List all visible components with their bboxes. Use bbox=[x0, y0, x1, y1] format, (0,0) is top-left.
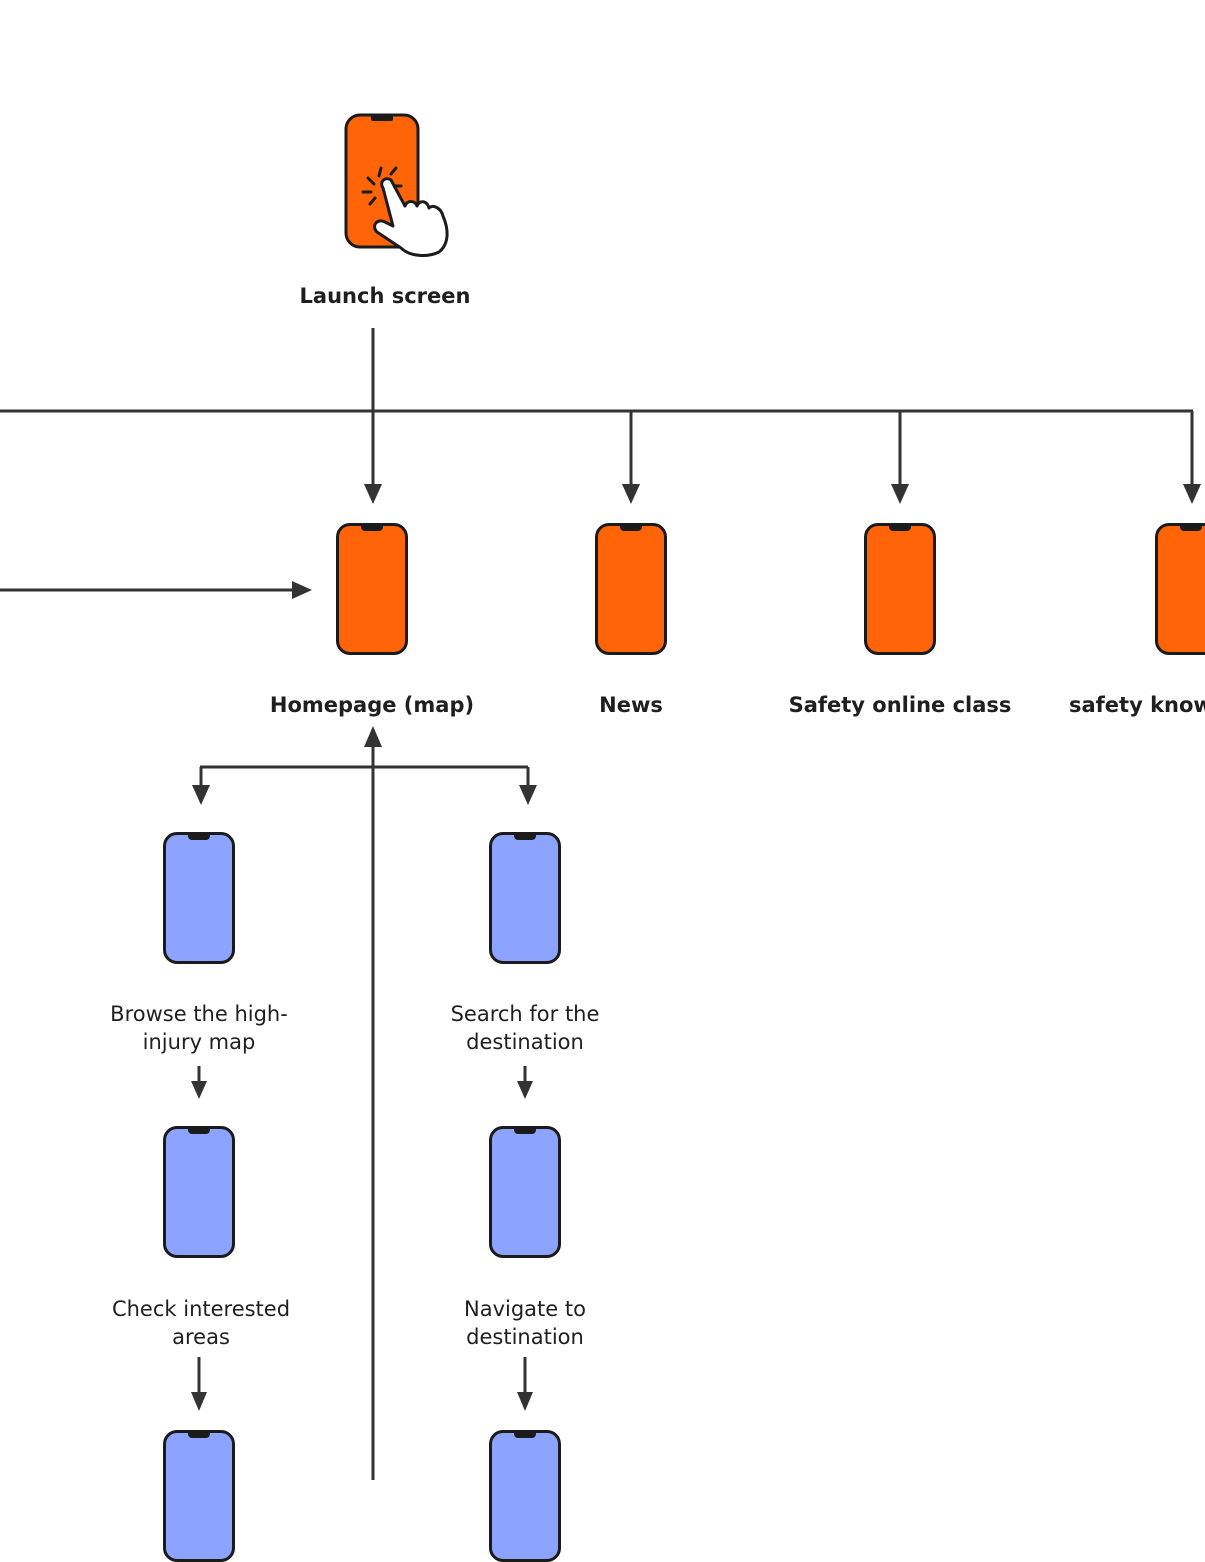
arrowhead-check-next bbox=[191, 1392, 207, 1411]
navigate-screen[interactable] bbox=[489, 1126, 561, 1258]
safety-knowledge-screen[interactable] bbox=[1155, 523, 1205, 655]
news-screen[interactable] bbox=[595, 523, 667, 655]
arrowhead-browse bbox=[192, 785, 210, 805]
arrowhead-news bbox=[622, 484, 640, 504]
phone-notch bbox=[889, 525, 911, 531]
arrowhead-return-homepage bbox=[364, 726, 382, 747]
arrowhead-navigate-next bbox=[517, 1392, 533, 1411]
launch-screen-label: Launch screen bbox=[299, 284, 471, 308]
safety-knowledge-label: safety knowl bbox=[1069, 693, 1205, 717]
phone-notch bbox=[514, 834, 536, 840]
navigate-label: Navigate to destination bbox=[464, 1297, 586, 1349]
news-label: News bbox=[599, 693, 663, 717]
browse-map-screen[interactable] bbox=[163, 832, 235, 964]
phone-notch bbox=[514, 1128, 536, 1134]
phone-notch bbox=[188, 834, 210, 840]
phone-tap-icon bbox=[344, 113, 449, 257]
phone-notch bbox=[188, 1128, 210, 1134]
phone-notch bbox=[188, 1432, 210, 1438]
phone-notch bbox=[514, 1432, 536, 1438]
arrowhead-navigate bbox=[517, 1081, 533, 1099]
phone-notch bbox=[620, 525, 642, 531]
homepage-label: Homepage (map) bbox=[269, 693, 475, 717]
flow-connectors bbox=[0, 328, 1201, 1480]
search-destination-screen[interactable] bbox=[489, 832, 561, 964]
next-screen-right[interactable] bbox=[489, 1430, 561, 1562]
arrowhead-left-homepage bbox=[292, 581, 312, 599]
safety-class-label: Safety online class bbox=[788, 693, 1012, 717]
phone-notch bbox=[1180, 525, 1202, 531]
phone-notch bbox=[361, 525, 383, 531]
homepage-screen[interactable] bbox=[336, 523, 408, 655]
arrowhead-homepage bbox=[364, 484, 382, 504]
safety-class-screen[interactable] bbox=[864, 523, 936, 655]
next-screen-left[interactable] bbox=[163, 1430, 235, 1562]
browse-map-label: Browse the high-injury map bbox=[110, 1002, 288, 1054]
search-destination-label: Search for the destination bbox=[450, 1002, 600, 1054]
check-areas-screen[interactable] bbox=[163, 1126, 235, 1258]
arrowhead-safety-class bbox=[891, 484, 909, 504]
arrowhead-check bbox=[191, 1081, 207, 1099]
launch-screen-node bbox=[343, 112, 455, 258]
check-areas-label: Check interested areas bbox=[111, 1297, 291, 1349]
arrowhead-search bbox=[519, 785, 537, 805]
arrowhead-safety-knowledge bbox=[1183, 484, 1201, 504]
